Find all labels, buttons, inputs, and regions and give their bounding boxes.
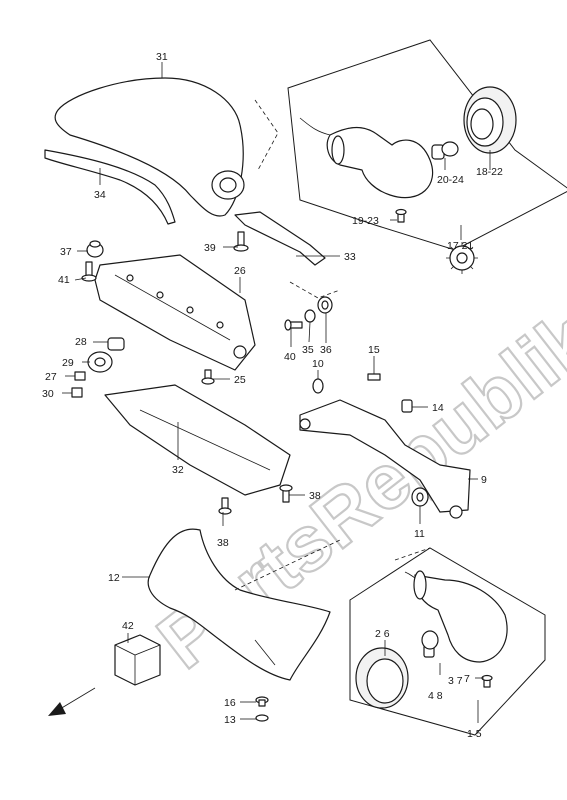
nut-11 xyxy=(411,487,429,507)
rear-turn-signal-screw xyxy=(395,208,407,223)
screw-15 xyxy=(367,373,381,381)
rear-turn-signal-housing xyxy=(299,117,434,199)
nut-30 xyxy=(71,387,83,398)
callout-14: 14 xyxy=(432,402,444,414)
front-turn-signal-lens xyxy=(355,647,409,709)
callout-28: 28 xyxy=(75,336,87,348)
callout-42: 42 xyxy=(122,620,134,632)
rear-cowl-trim-strip xyxy=(44,149,176,225)
screw-38b xyxy=(218,497,232,515)
callout-9: 9 xyxy=(481,474,487,486)
callout-38-upper: 38 xyxy=(309,490,321,502)
callout-32: 32 xyxy=(172,464,184,476)
relay xyxy=(114,634,161,686)
lower-bracket-plate xyxy=(104,384,291,496)
front-turn-signal-screw xyxy=(481,674,493,688)
callout-40: 40 xyxy=(284,351,296,363)
front-turn-signal-bulb xyxy=(421,630,439,658)
callout-41: 41 xyxy=(58,274,70,286)
callout-27: 27 xyxy=(45,371,57,383)
bolt-39 xyxy=(233,231,249,252)
bolt-41 xyxy=(81,261,97,282)
callout-13: 13 xyxy=(224,714,236,726)
callout-16: 16 xyxy=(224,697,236,709)
callout-labels: 31 34 37 41 39 26 33 28 29 27 30 25 40 3… xyxy=(42,51,503,740)
collar-36 xyxy=(317,296,333,314)
front-turn-signal-housing xyxy=(404,570,508,663)
screw-40 xyxy=(284,319,303,331)
rear-turn-signal-box xyxy=(287,39,567,251)
callout-30: 30 xyxy=(42,388,54,400)
screw-16 xyxy=(255,696,269,707)
grommet-29 xyxy=(87,351,113,373)
rear-turn-signal-bulb xyxy=(431,141,459,160)
leader-lines xyxy=(62,62,491,723)
callout-26: 26 xyxy=(234,265,246,277)
callout-37: 37 xyxy=(60,246,72,258)
callout-35: 35 xyxy=(302,344,314,356)
callout-19-23: 19-23 xyxy=(352,215,379,227)
upper-bracket xyxy=(234,211,326,266)
callout-20-24: 20-24 xyxy=(437,174,464,186)
callout-31: 31 xyxy=(156,51,168,63)
washer-13 xyxy=(255,714,269,722)
callout-25: 25 xyxy=(234,374,246,386)
rear-turn-signal-lens xyxy=(463,86,517,154)
callout-3-7: 3 7 xyxy=(448,675,463,687)
collar-28 xyxy=(107,337,125,351)
rear-cowl xyxy=(54,77,245,217)
washer-35 xyxy=(304,309,316,323)
callout-17-21: 17 21 xyxy=(447,240,473,252)
callout-7: 7 xyxy=(464,673,470,685)
callout-29: 29 xyxy=(62,357,74,369)
screw-25 xyxy=(201,369,215,385)
callout-39: 39 xyxy=(204,242,216,254)
arrow-icon xyxy=(48,687,96,716)
callout-34: 34 xyxy=(94,189,106,201)
callout-4-8: 4 8 xyxy=(428,690,443,702)
gear-icon xyxy=(446,242,478,274)
grommet-37 xyxy=(86,240,104,258)
callout-15: 15 xyxy=(368,344,380,356)
callout-38-lower: 38 xyxy=(217,537,229,549)
callout-10: 10 xyxy=(312,358,324,370)
front-cover xyxy=(147,528,331,681)
callout-33: 33 xyxy=(344,251,356,263)
license-bracket-plate xyxy=(94,254,256,371)
callout-36: 36 xyxy=(320,344,332,356)
callout-18-22: 18-22 xyxy=(476,166,503,178)
nut-14 xyxy=(401,399,413,413)
turn-signal-bracket xyxy=(299,399,471,519)
callout-2-6: 2 6 xyxy=(375,628,390,640)
nut-27 xyxy=(74,371,86,381)
callout-1-5: 1 5 xyxy=(467,728,482,740)
callout-12: 12 xyxy=(108,572,120,584)
callout-11: 11 xyxy=(414,528,425,540)
collar-10 xyxy=(312,378,324,394)
